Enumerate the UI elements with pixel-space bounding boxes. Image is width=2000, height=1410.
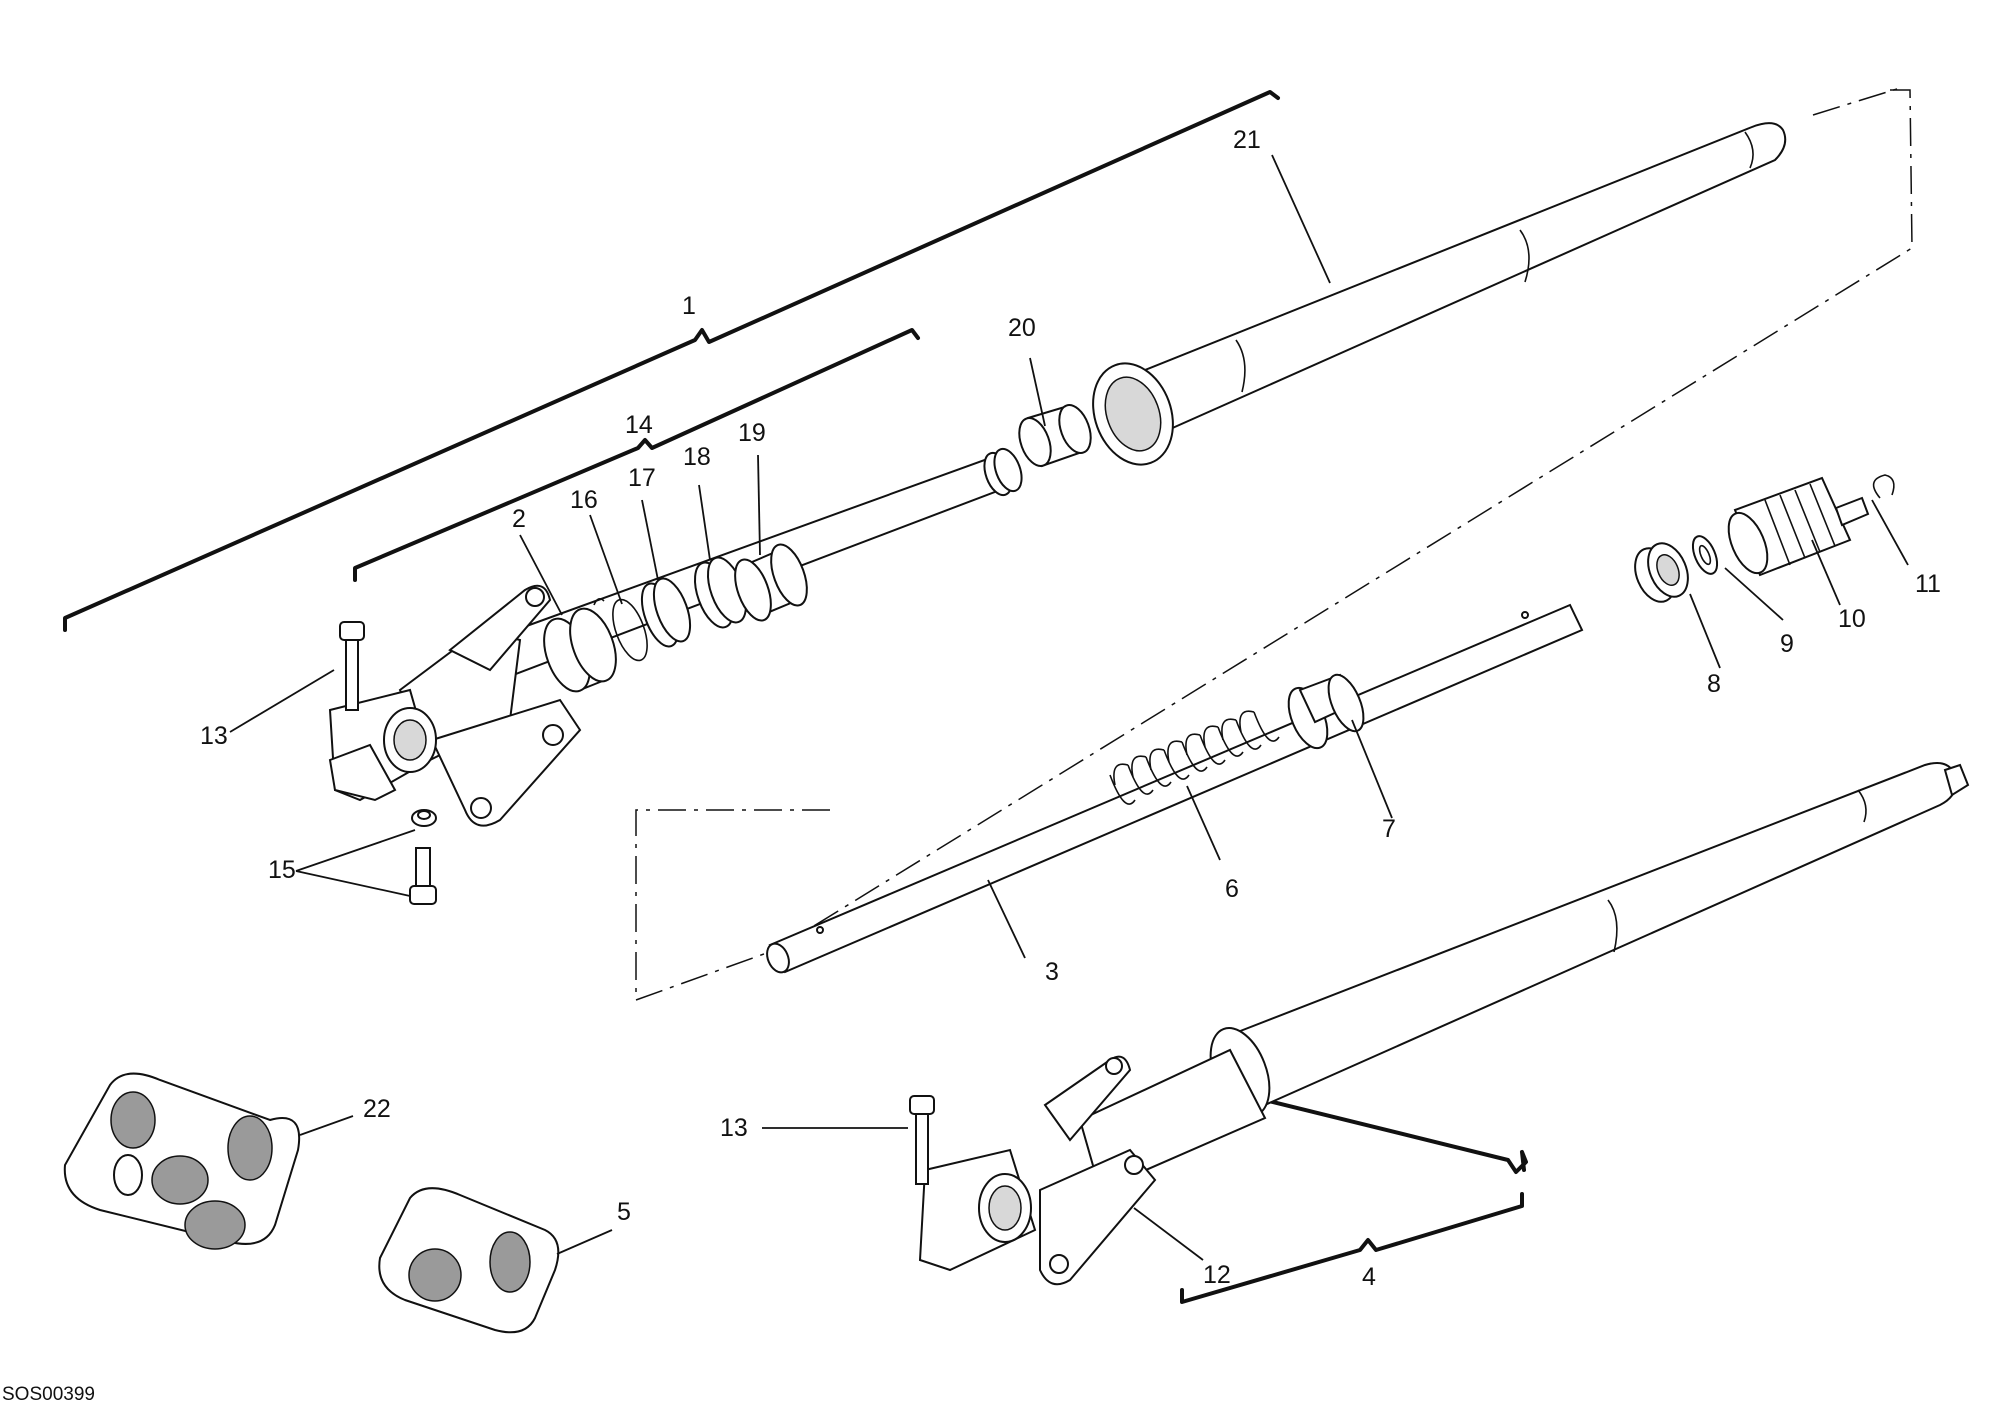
bolt-13-lower (909, 1095, 935, 1185)
callout-5: 5 (617, 1198, 631, 1226)
leader-lines (229, 154, 1909, 1261)
callout-14: 14 (625, 411, 653, 439)
callout-9: 9 (1780, 630, 1794, 658)
callout-1: 1 (682, 292, 696, 320)
washer-9 (1691, 535, 1719, 575)
callout-22: 22 (363, 1095, 391, 1123)
drawing-reference: SOS00399 (2, 1384, 95, 1405)
callout-18: 18 (683, 443, 711, 471)
callout-6: 6 (1225, 875, 1239, 903)
bushing-19 (734, 543, 808, 622)
callout-11: 11 (1915, 570, 1941, 598)
circlip-11 (1872, 474, 1895, 499)
callout-17: 17 (628, 464, 656, 492)
outer-tube-21 (1092, 122, 1787, 466)
clip-16 (593, 597, 648, 662)
spring-6 (1109, 710, 1280, 805)
assembly-axis-line (635, 89, 1913, 1002)
callout-7: 7 (1382, 815, 1396, 843)
brace-assembly-1 (63, 90, 1280, 632)
valve-8 (1634, 542, 1689, 603)
callout-8: 8 (1707, 670, 1721, 698)
bolt-15 (409, 847, 437, 905)
fork-leg-4 (918, 762, 1970, 1286)
brace-assembly-4 (1180, 1080, 1528, 1304)
seal-2 (543, 607, 617, 693)
callout-3: 3 (1045, 958, 1059, 986)
bushing-20 (1018, 404, 1092, 468)
cartridge-10 (1727, 476, 1870, 577)
valve-7 (1287, 673, 1365, 750)
callout-21: 21 (1233, 126, 1261, 154)
callout-12: 12 (1203, 1261, 1231, 1289)
callout-19: 19 (738, 419, 766, 447)
callout-15: 15 (268, 856, 296, 884)
callout-20: 20 (1008, 314, 1036, 342)
callout-labels: 1 2 3 4 5 6 7 8 9 10 11 12 13 13 14 15 1… (200, 126, 1941, 1291)
assembly-axis-line-2 (1812, 87, 1901, 116)
callout-4: 4 (1362, 1263, 1376, 1291)
washer-17 (640, 577, 692, 648)
callout-16: 16 (570, 486, 598, 514)
brace-assembly-14 (353, 328, 920, 582)
seal-kit-22 (63, 1072, 301, 1250)
callout-13-lower: 13 (720, 1114, 748, 1142)
bolt-13-upper (339, 621, 365, 711)
washer-15 (411, 809, 437, 827)
damper-rod-3 (766, 603, 1584, 974)
seal-kit-5 (378, 1187, 560, 1334)
callout-10: 10 (1838, 605, 1866, 633)
callout-2: 2 (512, 505, 526, 533)
callout-13-upper: 13 (200, 722, 228, 750)
